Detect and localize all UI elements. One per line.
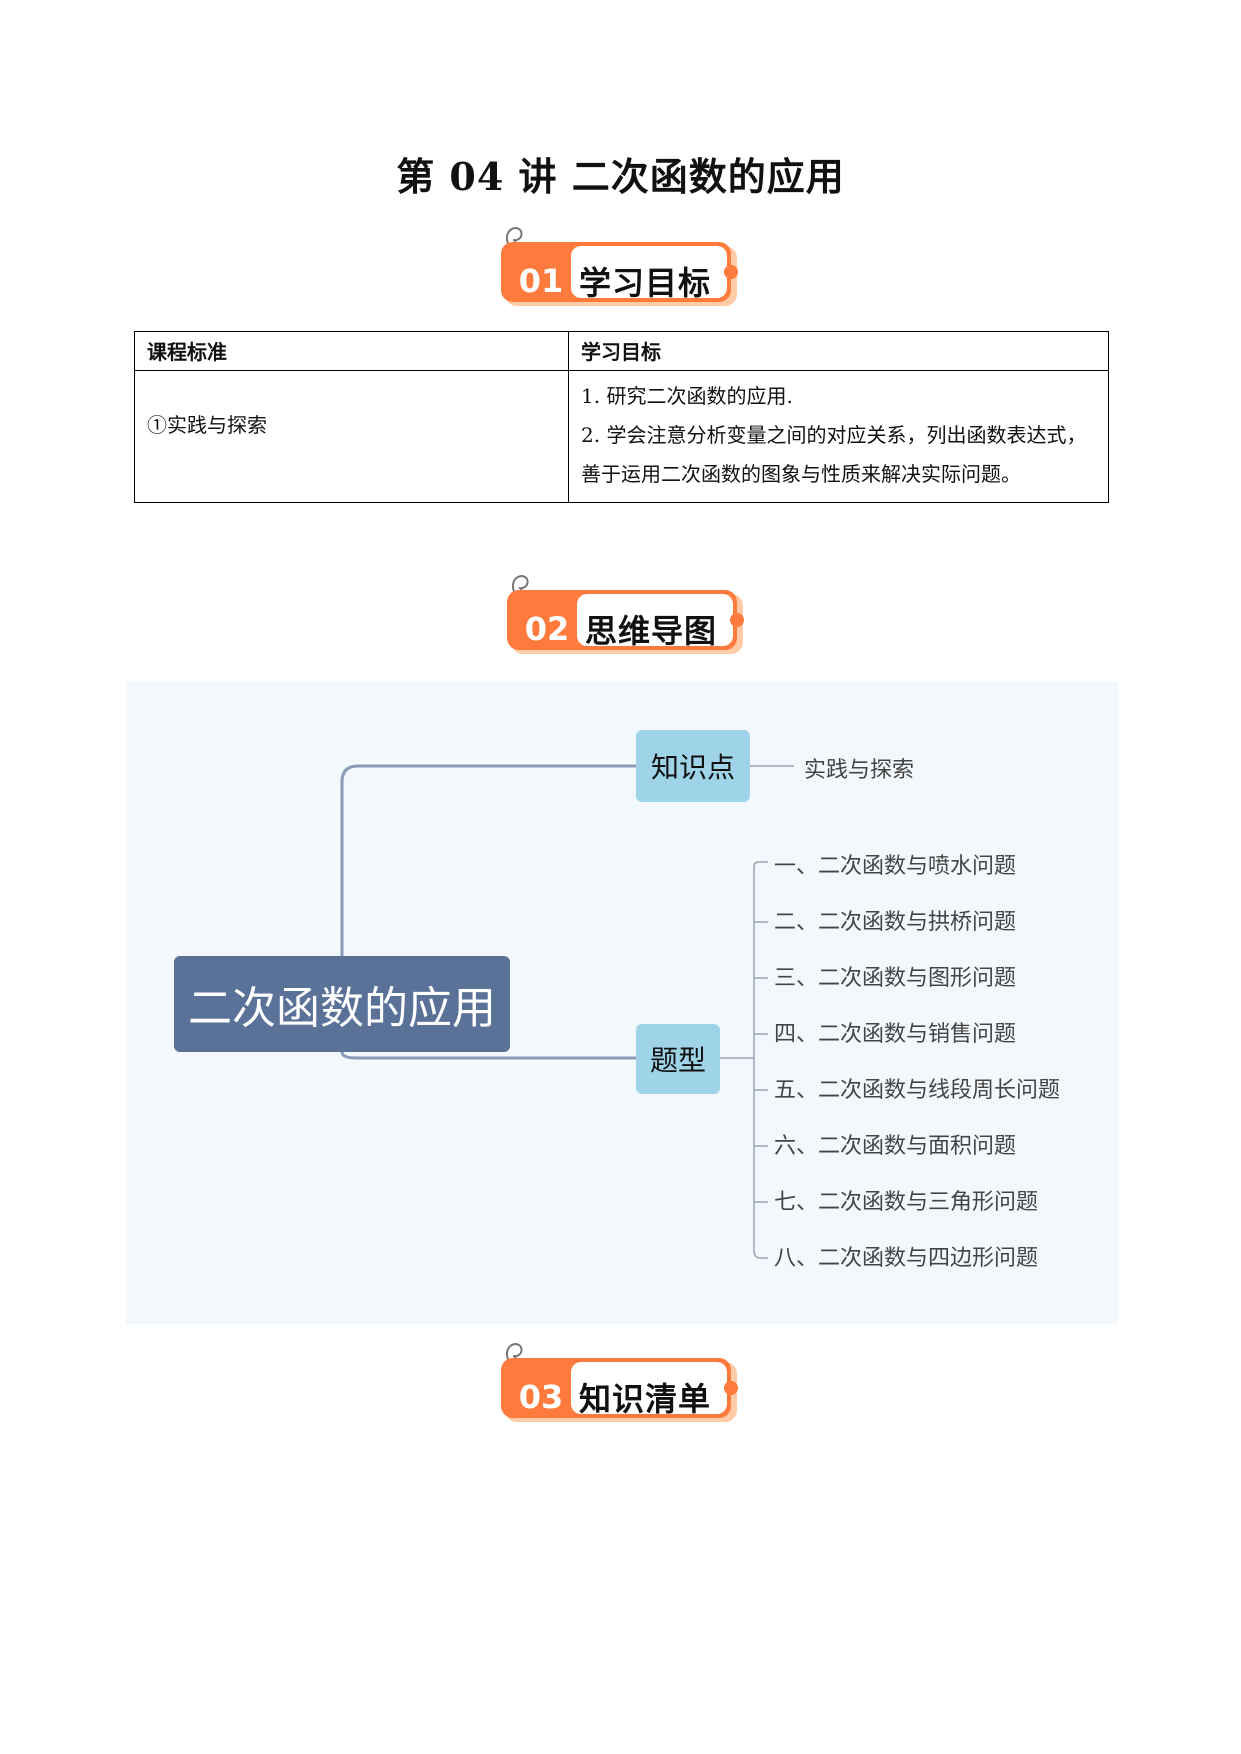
mind-map-leaf: 实践与探索	[804, 758, 915, 783]
mind-map-leaf: 六、二次函数与面积问题	[774, 1134, 1017, 1159]
section-badge-03: 03 知识清单	[499, 1340, 749, 1428]
page-title: 第 04 讲 二次函数的应用	[396, 154, 845, 199]
mind-map-branch-types: 题型	[636, 1024, 720, 1094]
mind-map-leaf: 五、二次函数与线段周长问题	[774, 1078, 1061, 1103]
learning-goals-table: 课程标准 学习目标 ①实践与探索 1. 研究二次函数的应用. 2. 学会注意分析…	[134, 331, 1109, 503]
section-badge-01: 01 学习目标	[499, 224, 749, 312]
section-label: 思维导图	[585, 612, 718, 650]
table-header-row: 课程标准 学习目标	[134, 331, 1109, 371]
course-standard-cell: ①实践与探索	[134, 370, 569, 503]
mind-map-leaf: 三、二次函数与图形问题	[774, 966, 1017, 991]
section-number: 02	[524, 610, 570, 648]
mind-map-leaf: 一、二次函数与喷水问题	[774, 854, 1017, 879]
badge-tag-icon	[501, 1342, 738, 1422]
mind-map: 二次函数的应用 知识点 实践与探索 题型 一、二次函数与喷水问题 二、二次函数与…	[126, 682, 1118, 1324]
mind-map-branch-knowledge: 知识点	[636, 730, 750, 802]
objective-item: 1. 研究二次函数的应用.	[581, 384, 793, 408]
mind-map-leaf: 二、二次函数与拱桥问题	[774, 910, 1017, 935]
objective-item: 2. 学会注意分析变量之间的对应关系，列出函数表达式，善于运用二次函数的图象与性…	[581, 423, 1087, 486]
section-number: 01	[518, 262, 564, 300]
badge-tag-icon	[501, 226, 738, 306]
section-number: 03	[518, 1378, 564, 1416]
column-header-standard: 课程标准	[134, 331, 569, 371]
mind-map-leaf: 四、二次函数与销售问题	[774, 1022, 1017, 1047]
mind-map-leaf: 七、二次函数与三角形问题	[774, 1190, 1039, 1215]
badge-tag-icon	[507, 574, 744, 654]
column-header-goals: 学习目标	[568, 331, 1109, 371]
learning-goals-cell: 1. 研究二次函数的应用. 2. 学会注意分析变量之间的对应关系，列出函数表达式…	[568, 370, 1109, 503]
section-label: 学习目标	[579, 264, 712, 302]
mind-map-links	[340, 764, 794, 1259]
table-row: ①实践与探索 1. 研究二次函数的应用. 2. 学会注意分析变量之间的对应关系，…	[134, 370, 1109, 503]
section-badge-02: 02 思维导图	[505, 572, 755, 660]
mind-map-leaf: 八、二次函数与四边形问题	[774, 1246, 1039, 1271]
section-label: 知识清单	[579, 1380, 712, 1418]
mind-map-root-node: 二次函数的应用	[174, 956, 510, 1052]
